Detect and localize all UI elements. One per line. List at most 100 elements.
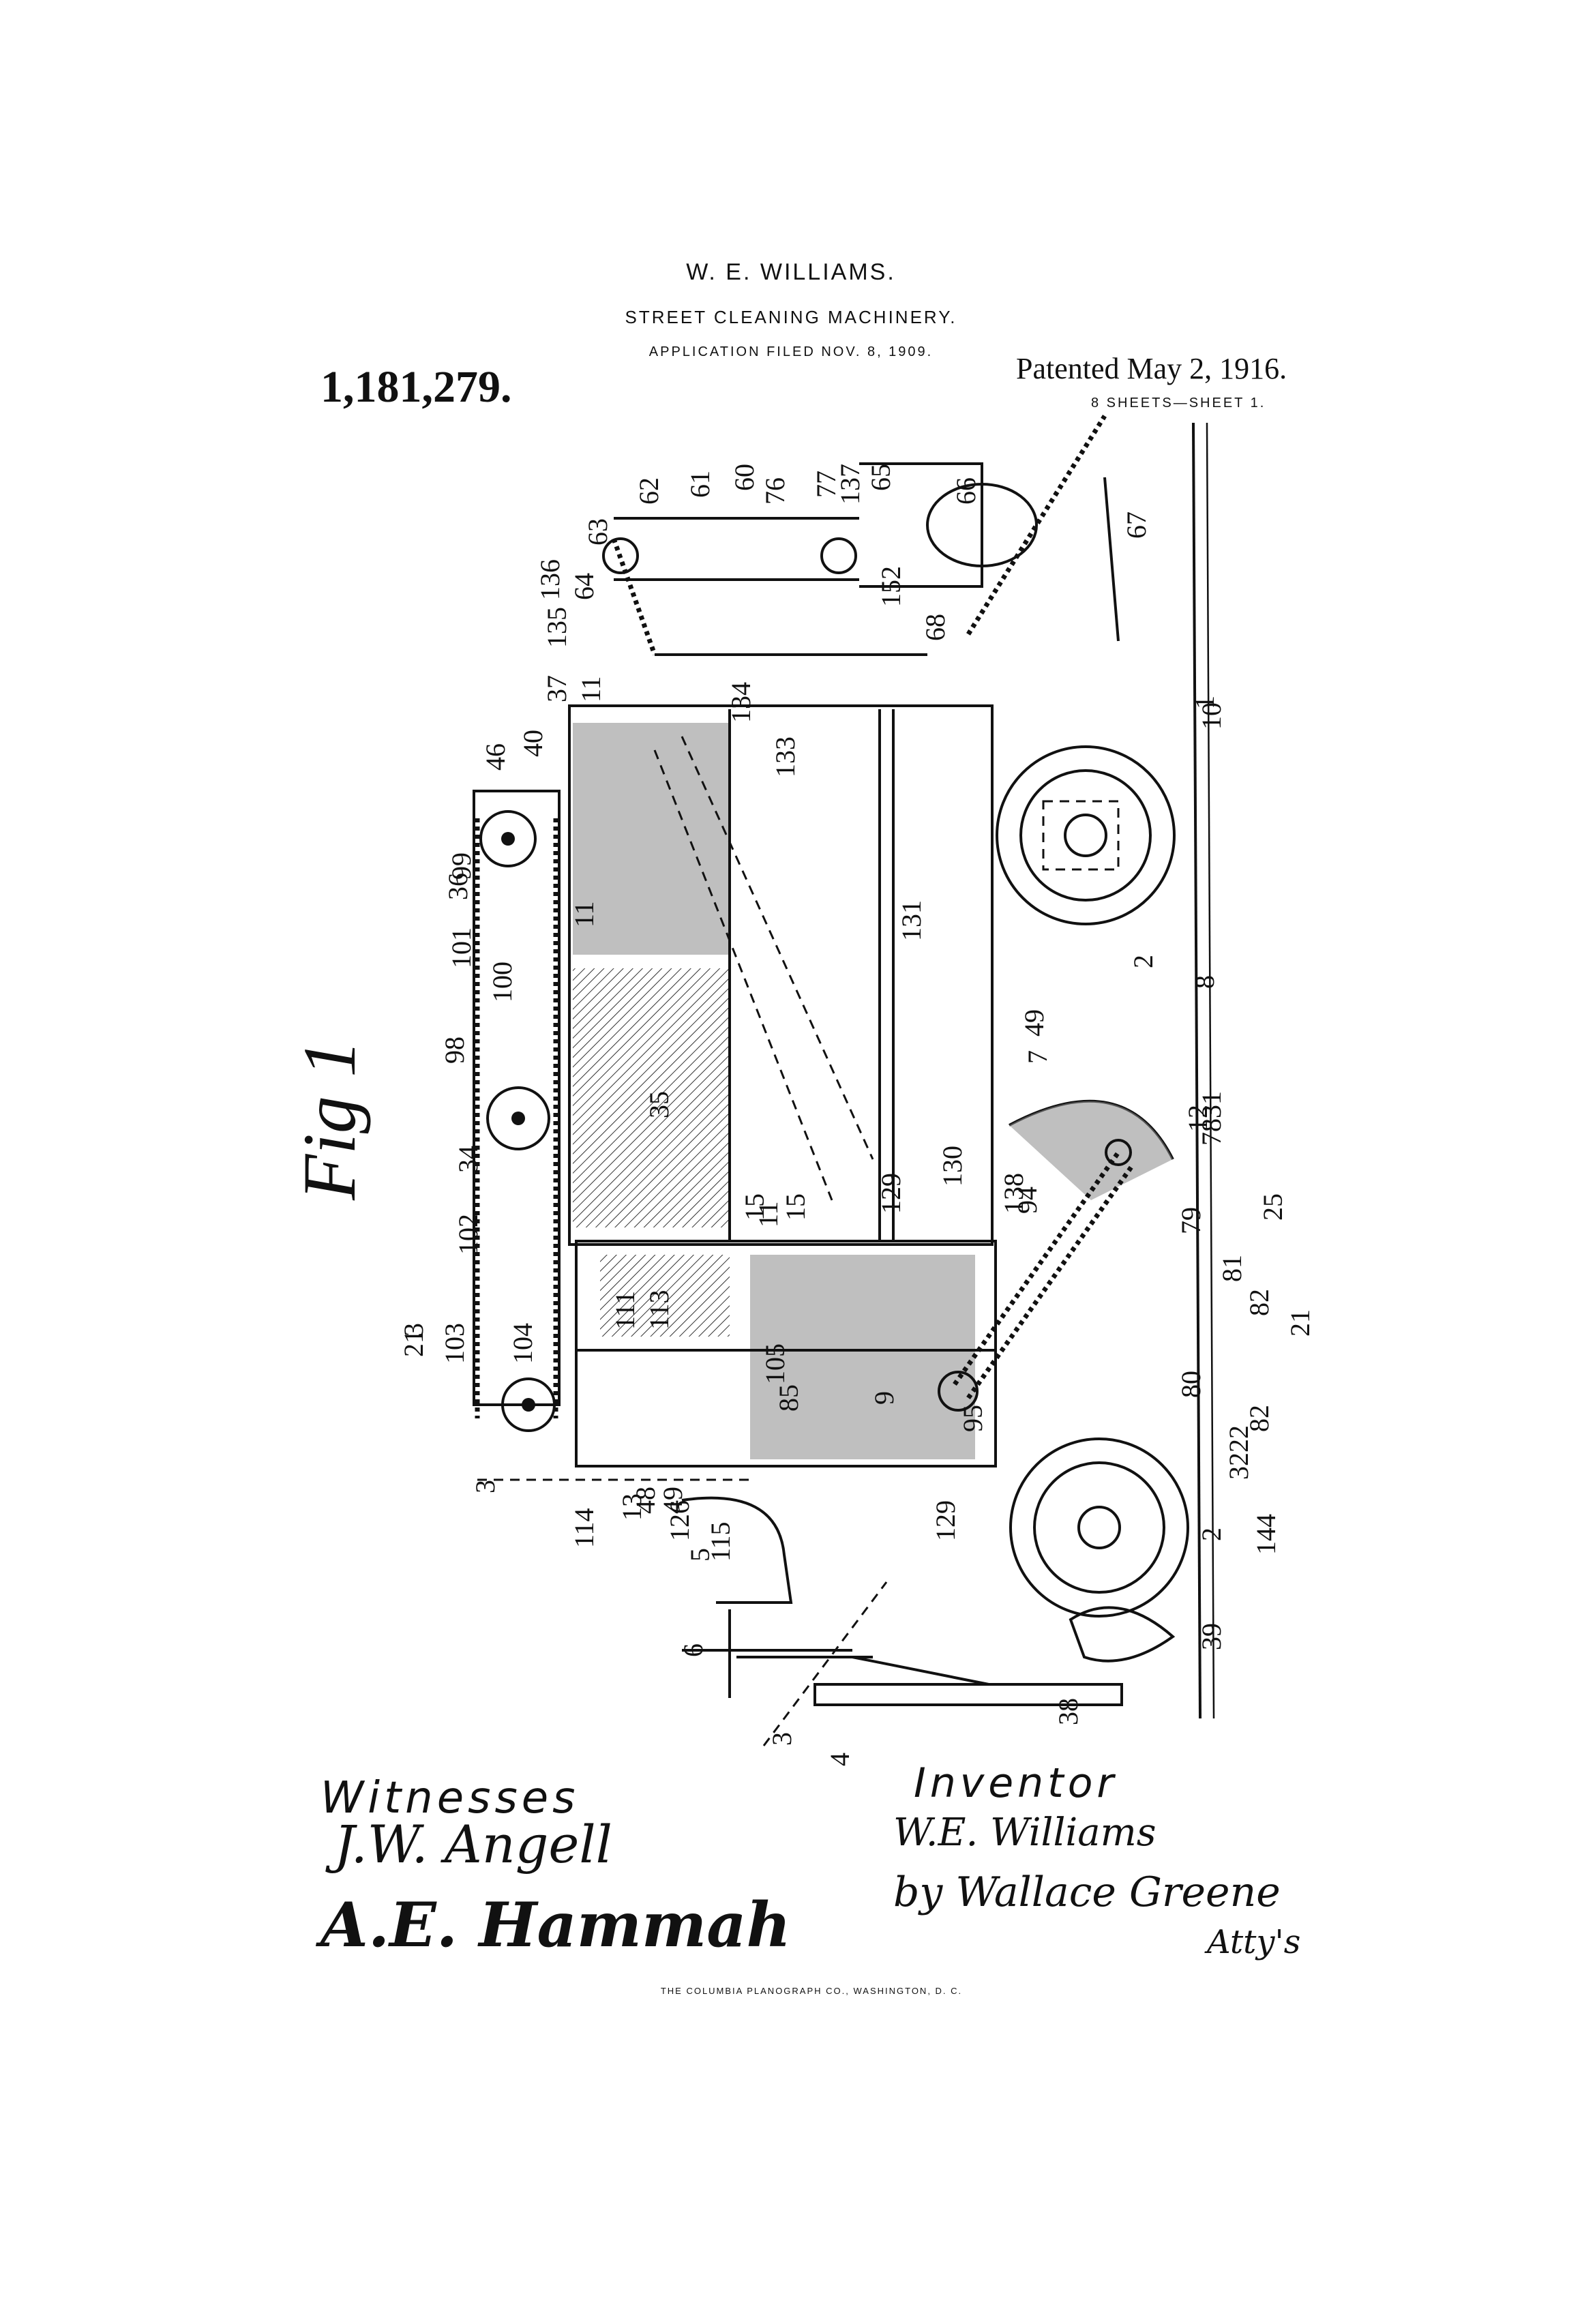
ref-numeral: 22 [1223,1425,1254,1452]
ref-numeral: 3 [398,1323,429,1337]
ref-numeral: 78 [1196,1118,1227,1146]
ref-numeral: 95 [957,1405,988,1432]
ref-numeral: 35 [644,1091,674,1118]
ref-numeral: 2 [1196,1528,1227,1541]
ref-numeral: 152 [876,566,906,607]
ref-numeral: 36 [443,873,473,900]
ref-numeral: 94 [1012,1187,1043,1214]
rear-wheel [1009,1437,1189,1618]
ref-numeral: 46 [480,743,511,771]
footboard [814,1656,1123,1706]
inventor-signature: W.E. Williams [893,1811,1156,1855]
front-wheel [996,745,1176,925]
witness-signature-1: J.W. Angell [334,1814,612,1875]
ref-numeral: 136 [535,559,565,600]
patent-title: STREET CLEANING MACHINERY. [625,307,957,327]
ref-numeral: 31 [1196,1091,1227,1118]
ref-numeral: 77 [811,471,841,498]
ref-numeral: 113 [644,1290,674,1330]
ref-numeral: 101 [446,927,477,968]
ref-numeral: 79 [1176,1207,1206,1234]
ref-numeral: 65 [865,464,896,491]
attorney-signature: by Wallace Greene [893,1868,1281,1916]
ref-numeral: 4 [824,1753,855,1766]
ref-numeral: 126 [664,1500,695,1541]
ref-numeral: 15 [780,1193,811,1221]
ref-numeral: 2 [1128,955,1159,968]
ref-numeral: 135 [541,607,572,648]
drive-belt [938,1150,1134,1412]
ref-numeral: 13 [616,1493,647,1521]
ref-numeral: 8 [1189,975,1220,989]
ref-numeral: 64 [569,573,599,600]
dumping-mechanism [602,462,1120,656]
ref-numeral: 104 [507,1323,538,1364]
ref-numeral: 61 [685,471,715,498]
ref-numeral: 21 [398,1330,429,1357]
patent-date: Patented May 2, 1916. [1016,352,1287,385]
brush-drum [1009,1099,1174,1200]
inventor-name: W. E. WILLIAMS. [686,259,896,285]
ref-numeral: 11 [576,676,606,702]
rear-compartment [575,1240,997,1468]
ref-numeral: 39 [1196,1623,1227,1650]
ref-numeral: 11 [569,901,599,927]
section-line [477,1478,888,1746]
sheet-count: 8 SHEETS—SHEET 1. [1091,396,1266,411]
ref-numeral: 137 [835,464,865,505]
reference-numerals: 1 2 2 3 3 3 4 5 6 7 8 9 10 11 11 11 12 1… [398,464,1315,1766]
steering-wheel [728,1609,873,1698]
ref-numeral: 32 [1223,1452,1254,1480]
ref-numeral: 82 [1244,1289,1274,1316]
ref-numeral: 3 [470,1480,501,1493]
hopper-body [568,704,994,1246]
ref-numeral: 85 [773,1384,804,1412]
ref-numeral: 103 [439,1323,470,1364]
ref-numeral: 129 [930,1500,961,1541]
ref-numeral: 49 [1019,1009,1049,1037]
ref-numeral: 130 [937,1146,968,1187]
ref-numeral: 37 [541,675,572,702]
ref-numeral: 133 [770,736,801,777]
witnesses-label: Witnesses [320,1773,580,1823]
ref-numeral: 11 [753,1201,783,1227]
ref-numeral: 25 [1257,1193,1288,1221]
driver-seat [681,1496,852,1652]
figure-label: Fig 1 [288,1040,371,1201]
patent-number: 1,181,279. [320,362,512,412]
ref-numeral: 63 [582,518,613,546]
ref-numeral: 111 [610,1291,640,1330]
ref-numeral: 67 [1121,511,1152,539]
ref-numeral: 98 [439,1037,470,1064]
hanging-chain [966,415,1107,636]
ref-numeral: 66 [951,477,981,505]
ref-numeral: 68 [920,614,951,641]
ref-numeral: 12 [1182,1105,1213,1132]
ref-numeral: 1 [1189,696,1220,709]
ref-numeral: 76 [760,477,790,505]
ref-numeral: 6 [678,1643,708,1657]
ref-numeral: 15 [739,1193,770,1221]
ref-numeral: 3 [766,1732,797,1746]
ref-numeral: 5 [685,1548,715,1562]
attorney-abbrev: Atty's [1207,1923,1301,1961]
witness-signature-2: A.E. Hammah [320,1889,791,1961]
ref-numeral: 99 [446,852,477,880]
ref-numeral: 10 [1196,702,1227,730]
ref-numeral: 7 [1022,1050,1053,1064]
ref-numeral: 82 [1244,1405,1274,1432]
ref-numeral: 38 [1053,1698,1084,1725]
ref-numeral: 114 [569,1508,599,1548]
ref-numeral: 21 [1285,1309,1315,1337]
ref-numeral: 115 [705,1521,736,1562]
ground-line [1192,422,1215,1719]
ref-numeral: 102 [453,1214,483,1255]
ref-numeral: 129 [876,1173,906,1214]
ref-numeral: 144 [1251,1514,1281,1555]
ref-numeral: 60 [729,464,760,491]
ref-numeral: 80 [1176,1371,1206,1398]
ref-numeral: 9 [869,1391,899,1405]
ref-numeral: 48 [630,1487,661,1514]
ref-numeral: 62 [633,477,664,505]
